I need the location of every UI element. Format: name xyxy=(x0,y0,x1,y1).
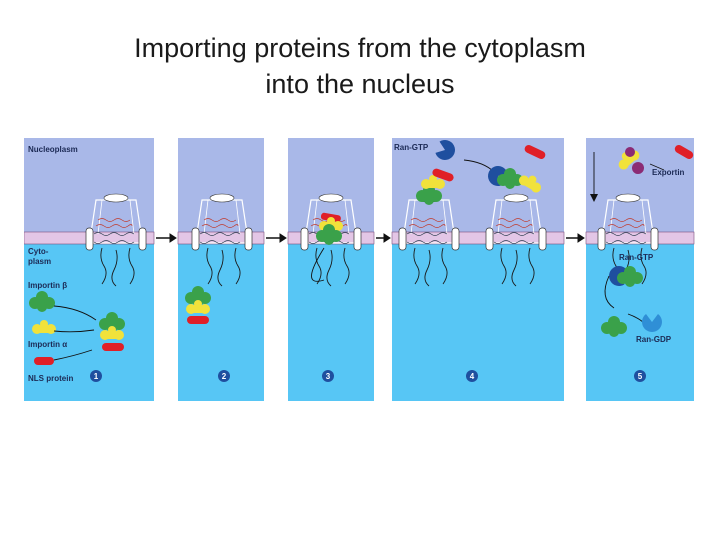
free-nls-protein-icon xyxy=(674,145,694,159)
title-line-2: into the nucleus xyxy=(265,69,455,99)
step-badge-3: 3 xyxy=(322,370,334,382)
title-line-1: Importing proteins from the cytoplasm xyxy=(134,33,586,63)
panel4-docked-complex-icon xyxy=(416,168,454,205)
panel3-translocating-complex-icon xyxy=(316,212,343,245)
step-badge-5: 5 xyxy=(634,370,646,382)
panel3-fibril-arrow xyxy=(311,247,325,282)
importin-alpha-label: Importin α xyxy=(28,340,67,349)
importin-beta-label: Importin β xyxy=(28,281,67,290)
step-badge-4: 4 xyxy=(466,370,478,382)
nls-protein-label: NLS protein xyxy=(28,374,73,383)
svg-text:1: 1 xyxy=(94,372,99,381)
panel2-complex-icon xyxy=(185,286,211,324)
panel-4 xyxy=(391,138,565,401)
svg-text:3: 3 xyxy=(326,372,331,381)
exportin-complex-icon xyxy=(614,145,644,174)
panel-5 xyxy=(585,138,695,401)
import-complex-icon xyxy=(99,312,125,351)
exportin-label: Exportin xyxy=(652,168,685,177)
svg-text:5: 5 xyxy=(638,372,643,381)
svg-text:4: 4 xyxy=(470,372,475,381)
cytoplasm-label-line1: Cyto- xyxy=(28,247,49,256)
panel-1 xyxy=(24,138,155,401)
panel-3 xyxy=(287,138,375,401)
ran-gtp-bottom-label: Ran-GTP xyxy=(619,253,654,262)
complex-assembly-arrows xyxy=(53,305,97,361)
step-badge-2: 2 xyxy=(218,370,230,382)
slide-title: Importing proteins from the cytoplasm in… xyxy=(0,30,720,102)
step-arrows xyxy=(156,233,585,243)
step-badge-1: 1 xyxy=(90,370,102,382)
nucleoplasm-label: Nucleoplasm xyxy=(28,145,78,154)
nuclear-import-diagram: Nucleoplasm Cyto- plasm Importin β Impor… xyxy=(24,138,695,401)
panel-2 xyxy=(177,138,265,401)
ran-gtp-top-label: Ran-GTP xyxy=(394,143,429,152)
svg-text:2: 2 xyxy=(222,372,227,381)
nls-protein-icon xyxy=(34,357,54,365)
cytoplasm-label-line2: plasm xyxy=(28,257,51,266)
ran-gdp-label: Ran-GDP xyxy=(636,335,672,344)
panel4-released-components-icon xyxy=(485,145,546,195)
